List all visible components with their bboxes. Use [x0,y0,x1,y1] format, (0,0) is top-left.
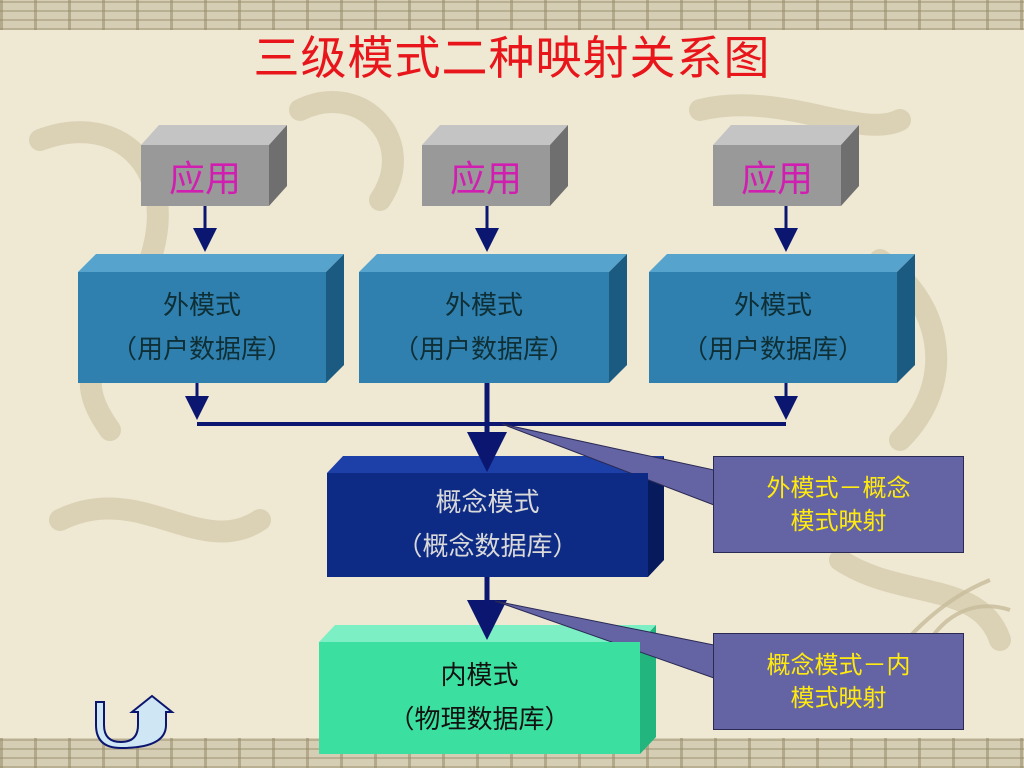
application-label: 应用 [740,158,813,200]
callout-line-1: 外模式－概念 [766,473,911,502]
app-box-3d-faces [141,125,859,206]
conceptual-schema-box: 概念模式 （概念数据库） [327,473,648,577]
application-box-1: 应用 [141,145,269,206]
callout-line-1: 概念模式－内 [766,650,911,679]
external-schema-name: 外模式 [733,290,812,321]
connector-lines [185,206,798,640]
page-title: 三级模式二种映射关系图 [253,31,771,85]
conceptual-schema-subtitle: （概念数据库） [396,532,579,562]
external-schema-subtitle: （用户数据库） [681,334,864,365]
application-label: 应用 [449,158,522,200]
callout-line-2: 模式映射 [790,506,887,535]
external-conceptual-mapping-callout: 外模式－概念 模式映射 [713,456,964,553]
external-schema-name: 外模式 [444,290,523,321]
external-schema-box-2: 外模式 （用户数据库） [359,272,609,383]
conceptual-schema-name: 概念模式 [435,488,540,518]
application-box-2: 应用 [422,145,550,206]
internal-schema-subtitle: （物理数据库） [388,705,571,735]
internal-schema-box: 内模式 （物理数据库） [319,642,640,754]
application-box-3: 应用 [713,145,841,206]
internal-schema-name: 内模式 [440,661,519,691]
decorative-border-top [0,0,1024,30]
external-schema-box-1: 外模式 （用户数据库） [78,272,326,383]
external-schema-name: 外模式 [162,290,241,321]
external-box-3d-faces [78,254,915,383]
u-turn-arrow-icon[interactable] [95,694,175,750]
external-schema-box-3: 外模式 （用户数据库） [649,272,897,383]
external-schema-subtitle: （用户数据库） [110,334,293,365]
conceptual-internal-mapping-callout: 概念模式－内 模式映射 [713,633,964,730]
external-schema-subtitle: （用户数据库） [392,334,575,365]
application-label: 应用 [168,158,241,200]
callout-line-2: 模式映射 [790,683,887,712]
